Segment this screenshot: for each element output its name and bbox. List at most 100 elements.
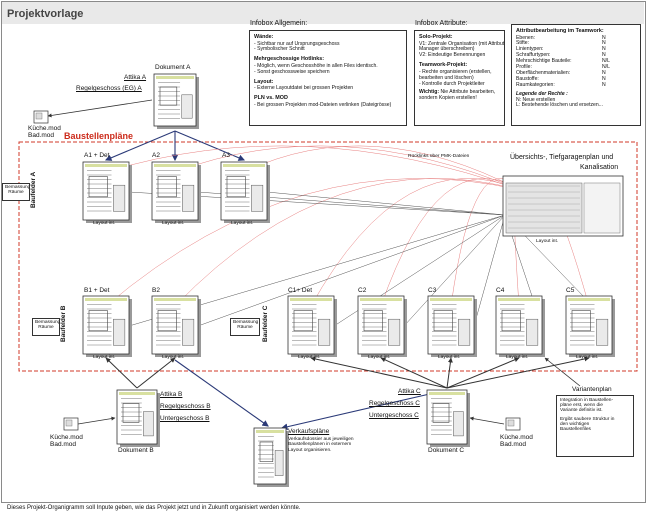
infobox-attribute-heading: Infobox Attribute: xyxy=(415,20,468,27)
verkauf-line-0: Verkaufsdossier aus jeweiligen xyxy=(288,437,354,442)
variantenplan-line-1: pläne erst, wenn die xyxy=(560,403,603,408)
allgemein-line-1-0: - Möglich, wenn Geschosshöhe in allen Fi… xyxy=(254,62,378,69)
rights-row: Linientypen:N xyxy=(516,46,636,53)
dokument-a-label: Dokument A xyxy=(155,64,191,71)
regelgeschoss-c-link[interactable]: Regelgeschoss C xyxy=(369,400,420,407)
sheet-b1 xyxy=(82,295,132,357)
layout-int-label: Layout int. xyxy=(368,355,391,360)
bemassung-b-box: Bemassung Räume xyxy=(32,318,60,336)
kueche-b-line2: Bad.mod xyxy=(50,441,77,449)
variantenplan-line-5: den wichtigen xyxy=(560,422,590,427)
baufeld-a-label: Baufelder A xyxy=(30,171,37,208)
infobox-allgemein: Wände:- Sichtbar nur auf Ursprungsgescho… xyxy=(249,30,407,126)
attika-b-link[interactable]: Attika B xyxy=(160,391,183,398)
verkauf-line-2: Layout organisieren. xyxy=(288,447,332,453)
dokument-c-sheet xyxy=(426,389,470,447)
solo-title: Solo-Projekt: xyxy=(419,34,453,40)
rights-row-value: N/L xyxy=(602,58,610,65)
rights-row-label: Mehrschichtige Bauteile: xyxy=(516,58,572,65)
rights-row-value: N xyxy=(602,40,606,47)
ruecklinks-note: Rücklinks über PMK-Dateien xyxy=(408,154,470,159)
verkaufsplaene-title[interactable]: Verkaufspläne xyxy=(288,428,330,435)
team-line-1: bearbeiten und löschen) xyxy=(419,74,474,81)
variantenplan-line-6: Baustellenfiles xyxy=(560,427,591,432)
row-c-label-1: C2 xyxy=(358,287,367,294)
verkaufsplaene-sheet xyxy=(253,427,289,487)
row-c-label-4: C5 xyxy=(566,287,575,294)
sheet-c5 xyxy=(565,295,615,357)
baustellenplaene-frame xyxy=(18,141,638,372)
verkauf-line-1: Baustellenplänen in externem xyxy=(288,442,352,448)
mod-icon-b xyxy=(63,417,79,431)
variantenplan-line-0: Integration in Baustellen- xyxy=(560,398,614,403)
sheet-c4 xyxy=(495,295,545,357)
teamwork-table-heading: Attributbearbeitung im Teamwork: xyxy=(516,28,604,34)
rights-row-value: N xyxy=(602,81,606,88)
verkaufsplaene-desc: Verkaufsdossier aus jeweiligen Baustelle… xyxy=(288,437,354,453)
rights-row-label: Ebenen: xyxy=(516,34,535,41)
baustellenplaene-heading: Baustellenpläne xyxy=(64,131,134,141)
allgemein-section-title-2: Layout: xyxy=(254,78,274,85)
row-c-label-0: C1+ Det xyxy=(288,287,313,294)
rights-row: Oberflächenmaterialien: N xyxy=(516,69,636,77)
allgemein-line-0-0: - Sichtbar nur auf Ursprungsgeschoss xyxy=(254,40,340,47)
kueche-a-line1: Küche.mod xyxy=(28,125,61,132)
rights-row: Ebenen: N xyxy=(516,34,636,42)
layout-int-label: Layout int. xyxy=(576,355,599,360)
rights-row-value: N xyxy=(602,52,606,59)
variantenplan-line-2: Variante definitiv ist. xyxy=(560,408,603,413)
row-b-label-0: B1 + Det xyxy=(84,287,110,294)
rights-row: Schraffurtypen: N xyxy=(516,52,636,59)
bemassung-c-line2: Räume xyxy=(237,325,253,330)
rights-row: Baustoffe:N xyxy=(516,76,636,83)
untergeschoss-b-link[interactable]: Untergeschoss B xyxy=(160,415,210,422)
row-c-label-2: C3 xyxy=(428,287,437,294)
dokument-c-label: Dokument C xyxy=(428,447,465,454)
attika-c-link[interactable]: Attika C xyxy=(398,388,421,395)
kueche-a-line2: Bad.mod xyxy=(28,132,55,140)
footer-note: Dieses Projekt-Organigramm soll Inpute g… xyxy=(7,505,301,511)
layout-int-label: Layout int. xyxy=(93,221,116,226)
rights-row-label: Stifte: xyxy=(516,40,530,47)
sheet-c2 xyxy=(357,295,407,357)
rights-row-value: N xyxy=(602,34,606,41)
bemassung-b-line1: Bemassung xyxy=(35,320,60,325)
rights-row-label: Raumkategorien: xyxy=(516,81,555,88)
layout-int-label: Layout int. xyxy=(506,355,529,360)
rights-row: Mehrschichtige Bauteile: N/L xyxy=(516,58,636,65)
row-a-label-0: A1 + Det xyxy=(84,152,110,159)
row-a-label-1: A2 xyxy=(152,152,160,159)
legend-line-1: L: Bestehende löschen und ersetzen... xyxy=(516,102,603,109)
regelgeschoss-b-link[interactable]: Regelgeschoss B xyxy=(160,403,211,410)
regelgeschoss-a-link[interactable]: Regelgeschoss (EG) A xyxy=(76,85,142,92)
kueche-b-line1: Küche.mod xyxy=(50,434,83,441)
uebersicht-title-line1: Übersichts-, Tiefgaragenplan und xyxy=(510,154,614,161)
attika-a-link[interactable]: Attika A xyxy=(124,74,147,81)
uebersicht-sheet xyxy=(502,175,624,237)
untergeschoss-c-link[interactable]: Untergeschoss C xyxy=(369,412,419,419)
row-a-label-2: A3 xyxy=(222,152,230,159)
kueche-a-label: Küche.mod Bad.mod xyxy=(28,125,61,139)
kueche-c-line1: Küche.mod xyxy=(500,434,533,441)
rights-row-label: Oberflächenmaterialien: xyxy=(516,69,571,76)
bemassung-c-line1: Bemassung xyxy=(233,320,259,325)
note-line-1: sondern Kopien erstellen! xyxy=(419,95,477,102)
allgemein-section-title-3: PLN vs. MOD xyxy=(254,95,288,102)
sheet-a2 xyxy=(151,161,201,223)
page-title: Projektvorlage xyxy=(7,8,84,20)
rights-row-label: Profile: xyxy=(516,64,532,71)
solo-line-1: Manager überschreiben) xyxy=(419,46,475,53)
rights-row-value: N xyxy=(602,46,606,53)
layout-int-label: Layout int. xyxy=(298,355,321,360)
allgemein-line-2-0: - Externe Layoutdatei bei grossen Projek… xyxy=(254,85,354,92)
bemassung-a-line2: Räume xyxy=(8,190,24,195)
row-b-label-1: B2 xyxy=(152,287,160,294)
rights-row-value: N xyxy=(602,69,606,76)
dokument-b-sheet xyxy=(116,389,160,447)
legend-title: Legende der Rechte : xyxy=(516,90,568,97)
team-line-0: - Rechte organisieren (erstellen, xyxy=(419,68,492,75)
note-label: Wichtig: xyxy=(419,89,440,96)
layout-int-label: Layout int. xyxy=(438,355,461,360)
rights-row-label: Schraffurtypen: xyxy=(516,52,551,59)
